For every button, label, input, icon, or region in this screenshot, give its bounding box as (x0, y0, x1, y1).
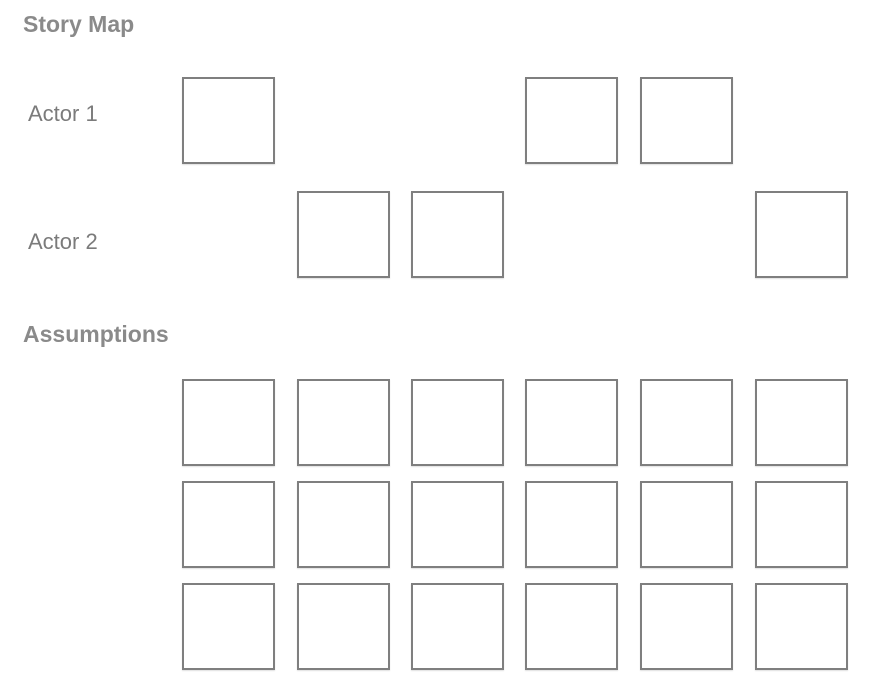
story-card[interactable] (755, 191, 848, 278)
story-map-title: Story Map (23, 11, 135, 37)
assumption-card[interactable] (525, 583, 618, 670)
assumption-card[interactable] (525, 379, 618, 466)
assumption-card[interactable] (411, 481, 504, 568)
actor-label: Actor 2 (28, 229, 98, 254)
assumption-card[interactable] (297, 481, 390, 568)
assumption-card[interactable] (182, 583, 275, 670)
assumption-card[interactable] (411, 583, 504, 670)
assumption-card[interactable] (755, 379, 848, 466)
assumption-card[interactable] (640, 583, 733, 670)
assumption-card[interactable] (755, 583, 848, 670)
assumptions-title: Assumptions (23, 321, 169, 347)
assumption-card[interactable] (411, 379, 504, 466)
assumption-card[interactable] (640, 481, 733, 568)
assumption-card[interactable] (755, 481, 848, 568)
actor-label: Actor 1 (28, 101, 98, 126)
story-card[interactable] (640, 77, 733, 164)
story-card[interactable] (525, 77, 618, 164)
assumption-card[interactable] (182, 481, 275, 568)
assumption-card[interactable] (297, 583, 390, 670)
story-card[interactable] (182, 77, 275, 164)
story-card[interactable] (297, 191, 390, 278)
story-card[interactable] (411, 191, 504, 278)
assumption-card[interactable] (640, 379, 733, 466)
assumption-card[interactable] (297, 379, 390, 466)
assumption-card[interactable] (525, 481, 618, 568)
assumption-card[interactable] (182, 379, 275, 466)
